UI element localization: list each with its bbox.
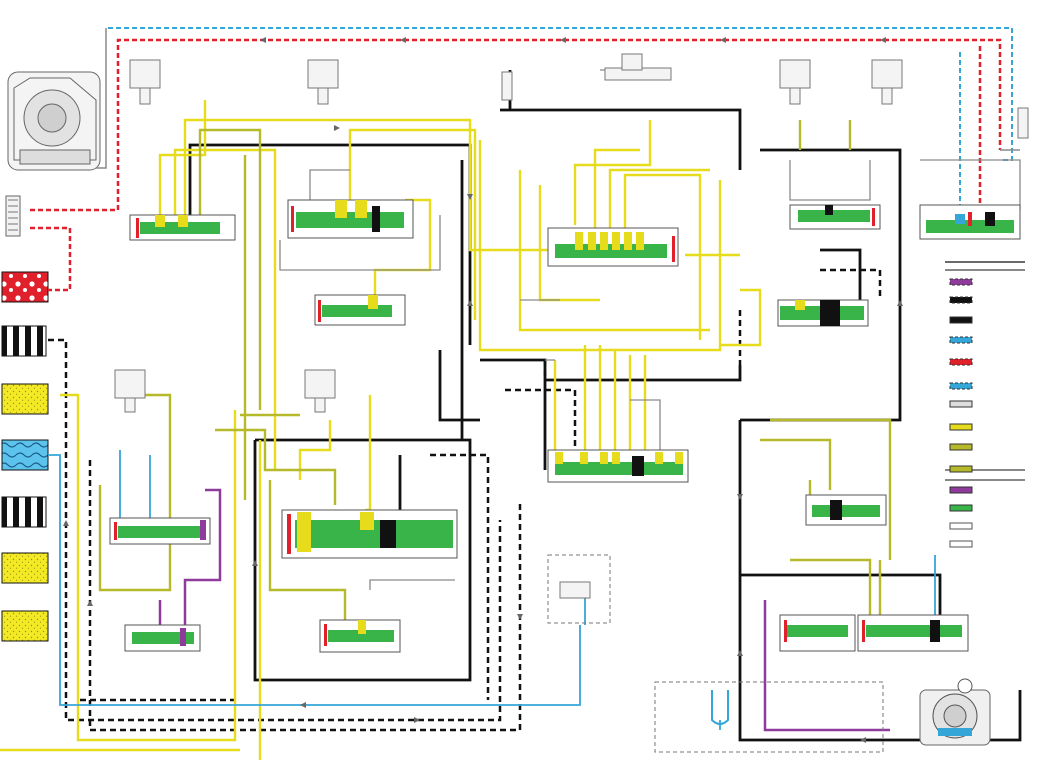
pressure-control-solenoid-icon — [604, 53, 672, 81]
filter-icon — [5, 195, 21, 237]
line-gray-thin — [279, 69, 1021, 590]
shift-valve-4 — [789, 204, 881, 230]
legend-row-gray-thin — [949, 400, 973, 408]
shift-solenoid-icon — [304, 369, 336, 413]
swatch-stripes-2 — [1, 496, 47, 528]
shift-valve-10 — [805, 494, 887, 526]
auxiliary-box — [547, 554, 611, 624]
torque-converter-icon — [919, 678, 991, 746]
shift-valve-12 — [857, 614, 969, 652]
legend-row-olive — [949, 443, 973, 451]
shift-valve-3 — [314, 294, 406, 326]
shift-valve-8 — [124, 624, 201, 652]
swatch-stripes-1 — [1, 325, 47, 357]
solenoids — [114, 53, 1029, 413]
torque-converter-box — [654, 681, 884, 753]
legend-row-green-valve — [949, 504, 973, 512]
line-blue-thin — [48, 450, 936, 730]
swatch-column — [1, 271, 49, 642]
pressure-regulator-valve — [777, 299, 869, 327]
legend-row-olive-thin — [949, 465, 973, 473]
shift-valve-9 — [319, 619, 401, 653]
shift-solenoid-icon — [114, 369, 146, 413]
valve-bodies — [109, 199, 1021, 653]
flow-arrows — [63, 37, 903, 743]
accumulator-valve — [281, 509, 458, 559]
legend-row-arrow-symbol — [949, 540, 973, 548]
legend-row-yellow — [949, 423, 973, 431]
legend-row-red-dash — [949, 358, 973, 366]
swatch-yellow-2 — [1, 552, 49, 584]
swatch-blue — [1, 439, 49, 471]
legend-row-purple-dash — [949, 278, 973, 286]
legend-row-blue-thin — [949, 382, 973, 390]
shift-solenoid-icon — [129, 59, 161, 105]
legend-row-check-symbol — [949, 522, 973, 530]
legend — [945, 261, 1025, 548]
shift-valve-6 — [547, 449, 689, 483]
shift-valve-5 — [919, 204, 1021, 240]
line-pressure-black — [188, 70, 1022, 742]
legend-row-black-solid — [949, 316, 973, 324]
manual-valve — [547, 227, 679, 267]
legend-row-black-dash — [949, 296, 973, 304]
shift-solenoid-icon — [307, 59, 339, 105]
line-olive — [98, 120, 892, 625]
shift-valve-11 — [779, 614, 856, 652]
shift-valve-2 — [287, 199, 414, 239]
swatch-red — [1, 271, 49, 303]
shift-solenoid-icon — [871, 59, 903, 105]
transmission-pump-icon — [7, 71, 101, 171]
check-valve-icon — [711, 690, 729, 725]
line-yellow — [0, 100, 802, 760]
legend-row-blue-dash — [949, 336, 973, 344]
swatch-yellow-1 — [1, 383, 49, 415]
swatch-yellow-3 — [1, 610, 49, 642]
legend-row-purple — [949, 486, 973, 494]
sensor-icon — [501, 71, 513, 101]
shift-valve-7 — [109, 517, 211, 545]
sensor-icon — [1017, 107, 1029, 139]
shift-valve-1 — [129, 214, 236, 241]
shift-solenoid-icon — [779, 59, 811, 105]
